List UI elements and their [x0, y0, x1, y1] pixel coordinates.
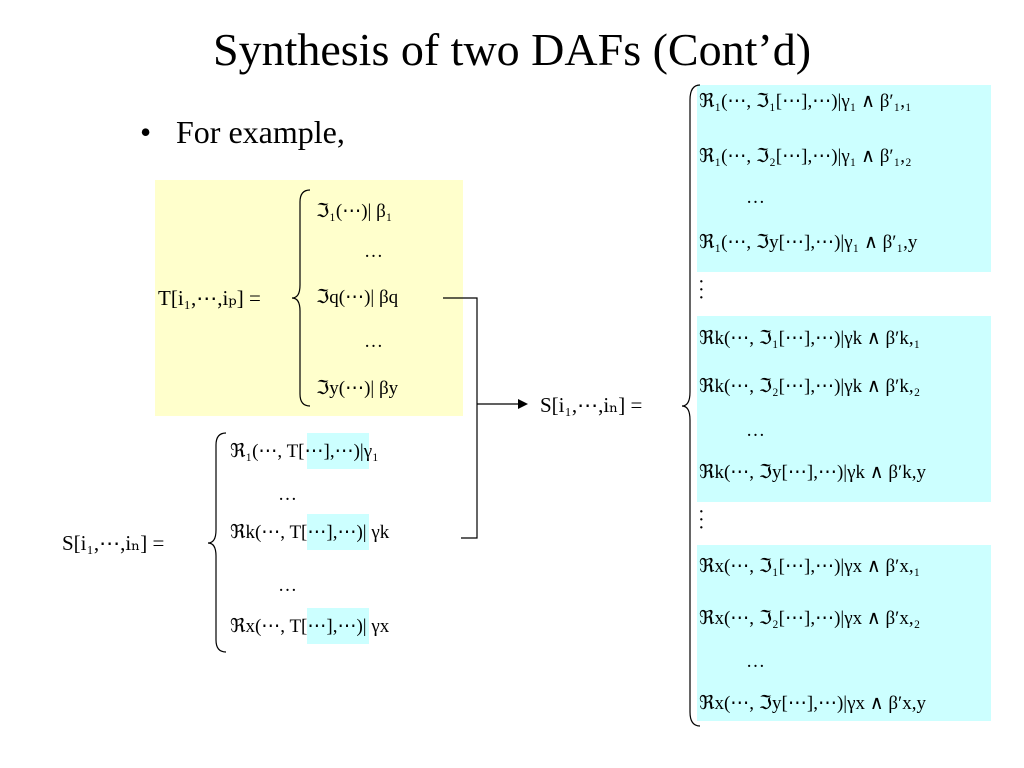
result-row-1-1: ℜ₁(⋯, ℑ₁[⋯],⋯)|γ₁ ∧ β′₁,₁: [699, 91, 912, 112]
result-brace: [681, 84, 701, 727]
s-result-group-1-box: [697, 85, 991, 272]
connector-arrowhead: [518, 399, 528, 409]
t-highlight-x: [307, 608, 369, 644]
result-ellipsis-3: …: [746, 651, 765, 672]
vertical-dots-2: ···: [698, 501, 705, 539]
result-row-k-1: ℜk(⋯, ℑ₁[⋯],⋯)|γk ∧ β′k,₁: [699, 328, 921, 349]
s-ellipsis-2: …: [278, 575, 297, 596]
result-row-1-2: ℜ₁(⋯, ℑ₂[⋯],⋯)|γ₁ ∧ β′₁,₂: [699, 146, 912, 167]
result-row-k-2: ℜk(⋯, ℑ₂[⋯],⋯)|γk ∧ β′k,₂: [699, 376, 921, 397]
s-ellipsis-1: …: [278, 484, 297, 505]
connector-line: [443, 297, 520, 539]
t-highlight-1: [307, 433, 369, 469]
result-row-x-y: ℜx(⋯, ℑy[⋯],⋯)|γx ∧ β′x,y: [699, 693, 926, 714]
s-brace: [207, 432, 227, 653]
result-ellipsis-1: …: [746, 187, 765, 208]
t-ellipsis-1: …: [364, 241, 383, 262]
s-row-1: ℜ₁(⋯, T[⋯],⋯)|γ₁: [230, 441, 379, 462]
s-row-k: ℜk(⋯, T[⋯],⋯)| γk: [230, 522, 390, 543]
t-row-q: ℑq(⋯)| βq: [316, 287, 399, 308]
t-highlight-k: [307, 514, 369, 550]
s-result-group-k-box: [697, 316, 991, 502]
t-row-1: ℑ₁(⋯)| β₁: [316, 201, 393, 222]
t-definition-box: [155, 180, 463, 416]
t-lhs: T[i₁,⋯,iₚ] =: [158, 286, 261, 310]
slide-title: Synthesis of two DAFs (Cont’d): [212, 24, 812, 75]
t-ellipsis-2: …: [364, 331, 383, 352]
s-lhs: S[i₁,⋯,iₙ] =: [62, 531, 165, 555]
bullet-text: For example,: [176, 114, 345, 150]
bullet-item: • For example,: [140, 112, 345, 152]
result-ellipsis-2: …: [746, 420, 765, 441]
result-row-k-y: ℜk(⋯, ℑy[⋯],⋯)|γk ∧ β′k,y: [699, 462, 926, 483]
t-brace: [291, 189, 311, 407]
result-lhs: S[i₁,⋯,iₙ] =: [540, 393, 643, 417]
s-row-x: ℜx(⋯, T[⋯],⋯)| γx: [230, 616, 390, 637]
result-row-x-1: ℜx(⋯, ℑ₁[⋯],⋯)|γx ∧ β′x,₁: [699, 556, 921, 577]
result-row-x-2: ℜx(⋯, ℑ₂[⋯],⋯)|γx ∧ β′x,₂: [699, 608, 921, 629]
bullet-dot: •: [140, 114, 152, 150]
result-row-1-y: ℜ₁(⋯, ℑy[⋯],⋯)|γ₁ ∧ β′₁,y: [699, 232, 918, 253]
t-row-y: ℑy(⋯)| βy: [316, 378, 399, 399]
vertical-dots-1: ···: [698, 271, 705, 309]
s-result-group-x-box: [697, 545, 991, 721]
